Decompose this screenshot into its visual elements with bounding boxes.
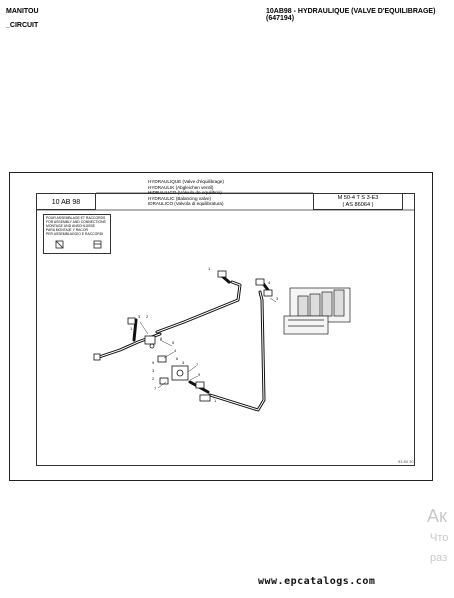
svg-text:5: 5 xyxy=(172,340,175,345)
page-title: 10AB98 - HYDRAULIQUE (VALVE D'EQUILIBRAG… xyxy=(266,8,436,22)
svg-text:3: 3 xyxy=(152,368,155,373)
model-reference: ( AS 86064 ) xyxy=(342,202,374,208)
assembly-note: POUR ASSEMBLAGE ET RACCORDS FOR ASSEMBLY… xyxy=(43,214,111,254)
description-line: IDRAULICO (Valvola di equilibratura) xyxy=(148,201,224,207)
brand-label: MANITOU xyxy=(6,8,39,15)
svg-text:1: 1 xyxy=(130,326,133,331)
svg-text:7: 7 xyxy=(154,386,157,391)
drawing-frame xyxy=(9,172,433,481)
svg-text:3: 3 xyxy=(138,314,141,319)
svg-text:1: 1 xyxy=(208,266,211,271)
svg-text:6: 6 xyxy=(176,356,179,361)
valve-block xyxy=(283,287,351,335)
note-symbols xyxy=(55,240,102,249)
svg-text:8: 8 xyxy=(160,336,163,341)
svg-text:4: 4 xyxy=(268,280,271,285)
description-line: HYDRAULIK (Abgleichen ventil) xyxy=(148,184,214,190)
activation-overlay-line: Что xyxy=(430,532,449,544)
note-line: PER ASSEMBLAGGIO E RACCORDI xyxy=(46,232,104,236)
svg-text:2: 2 xyxy=(152,376,155,381)
description-line: HYDRAULIQUE (Valve d'équilibrage) xyxy=(148,179,224,184)
svg-text:1: 1 xyxy=(214,398,217,403)
svg-text:3: 3 xyxy=(276,296,279,301)
site-watermark: www.epcatalogs.com xyxy=(258,576,376,587)
section-label: _CIRCUIT xyxy=(6,22,39,29)
svg-text:7: 7 xyxy=(196,362,199,367)
svg-text:9: 9 xyxy=(198,372,201,377)
fittings xyxy=(93,270,273,402)
sheet-number: 93 80 30 xyxy=(398,459,414,464)
note-line: PARA MONTAJE Y RACOR xyxy=(46,228,88,232)
svg-text:3: 3 xyxy=(182,360,185,365)
activation-overlay-line: Ак xyxy=(427,506,447,526)
callouts xyxy=(139,297,277,399)
hoses xyxy=(94,274,270,412)
svg-text:2: 2 xyxy=(146,314,149,319)
svg-text:9: 9 xyxy=(152,360,155,365)
svg-text:4: 4 xyxy=(174,348,177,353)
activation-overlay-line: раз xyxy=(430,552,448,564)
drawing-code: 10 AB 98 xyxy=(36,193,96,210)
model-box: M 50-4 T S 3-E3 ( AS 86064 ) xyxy=(313,193,403,210)
note-line: POUR ASSEMBLAGE ET RACCORDS xyxy=(46,216,106,220)
drawing-inner-frame xyxy=(36,193,415,466)
model-label: M 50-4 T S 3-E3 xyxy=(337,195,379,201)
note-line: FOR ASSEMBLY AND CONNECTIONS xyxy=(46,220,106,224)
note-line: MONTAGE UND ANSCHLÜSSE xyxy=(46,224,95,228)
description-line: HYDRAULIC (Balancing valve) xyxy=(148,195,212,201)
